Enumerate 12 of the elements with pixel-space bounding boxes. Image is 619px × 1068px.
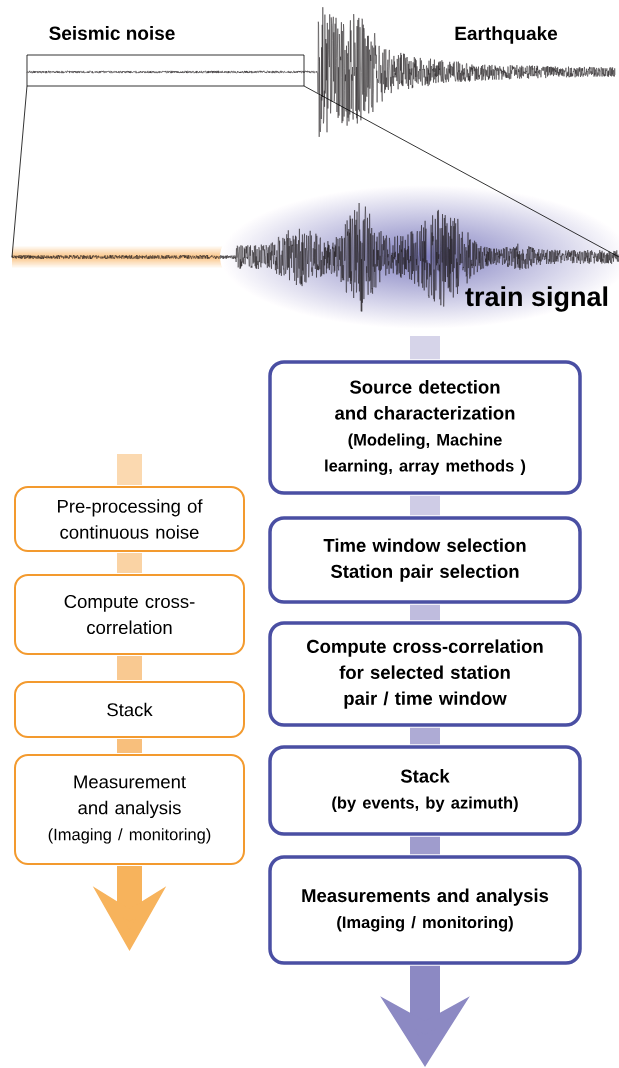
process-box: Measurements and analysis (Imaging / monitoring) [268, 855, 582, 965]
process-box: Measurement and analysis (Imaging / monitoring) [14, 754, 245, 865]
signal-label: train signal [465, 286, 608, 312]
process-box: Stack (by events, by azimuth) [268, 745, 582, 836]
signal-label: Earthquake [455, 26, 558, 44]
process-box: Time window selection Station pair selection [268, 516, 582, 604]
process-box: Source detection and characterization (Modeling, Machine learning, array methods ) [268, 360, 582, 495]
process-box: Compute cross-correlation for selected station pair / time window [268, 621, 582, 727]
process-box: Pre-processing of continuous noise [14, 486, 245, 552]
signal-label: Seismic noise [49, 26, 175, 40]
process-box: Compute cross-correlation [14, 574, 245, 655]
process-box: Stack [14, 681, 245, 738]
